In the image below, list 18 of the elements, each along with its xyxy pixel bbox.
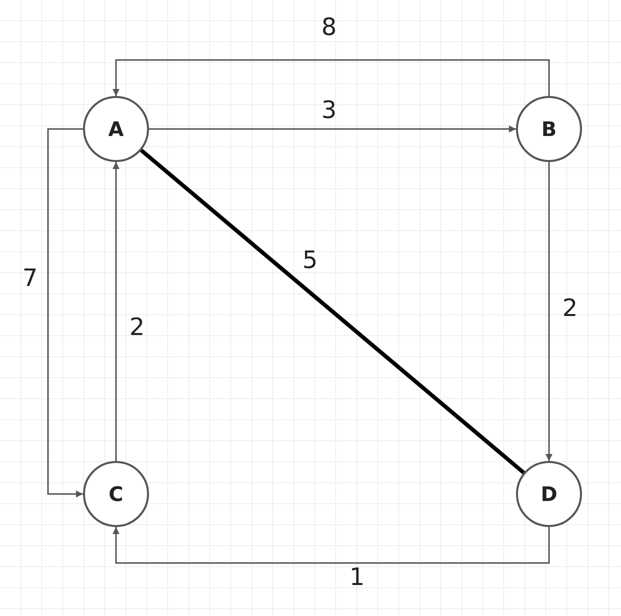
arrow — [47, 128, 83, 498]
thick-line — [140, 148, 526, 474]
arrow — [546, 162, 552, 461]
edge-label: 3 — [321, 98, 337, 122]
edge-label: 7 — [22, 266, 38, 290]
arrow — [149, 126, 516, 132]
edge-label: 5 — [302, 248, 318, 272]
node-label: C — [108, 482, 124, 506]
arrow — [112, 162, 120, 461]
edge-label: 1 — [349, 565, 365, 589]
node-label: B — [541, 117, 557, 141]
edge-label: 8 — [321, 15, 337, 39]
arrow — [112, 527, 550, 564]
node-label: A — [108, 117, 124, 141]
node-label: D — [540, 482, 558, 506]
arrow — [112, 59, 550, 96]
edge-label: 2 — [129, 315, 145, 339]
edge-label: 2 — [562, 296, 578, 320]
